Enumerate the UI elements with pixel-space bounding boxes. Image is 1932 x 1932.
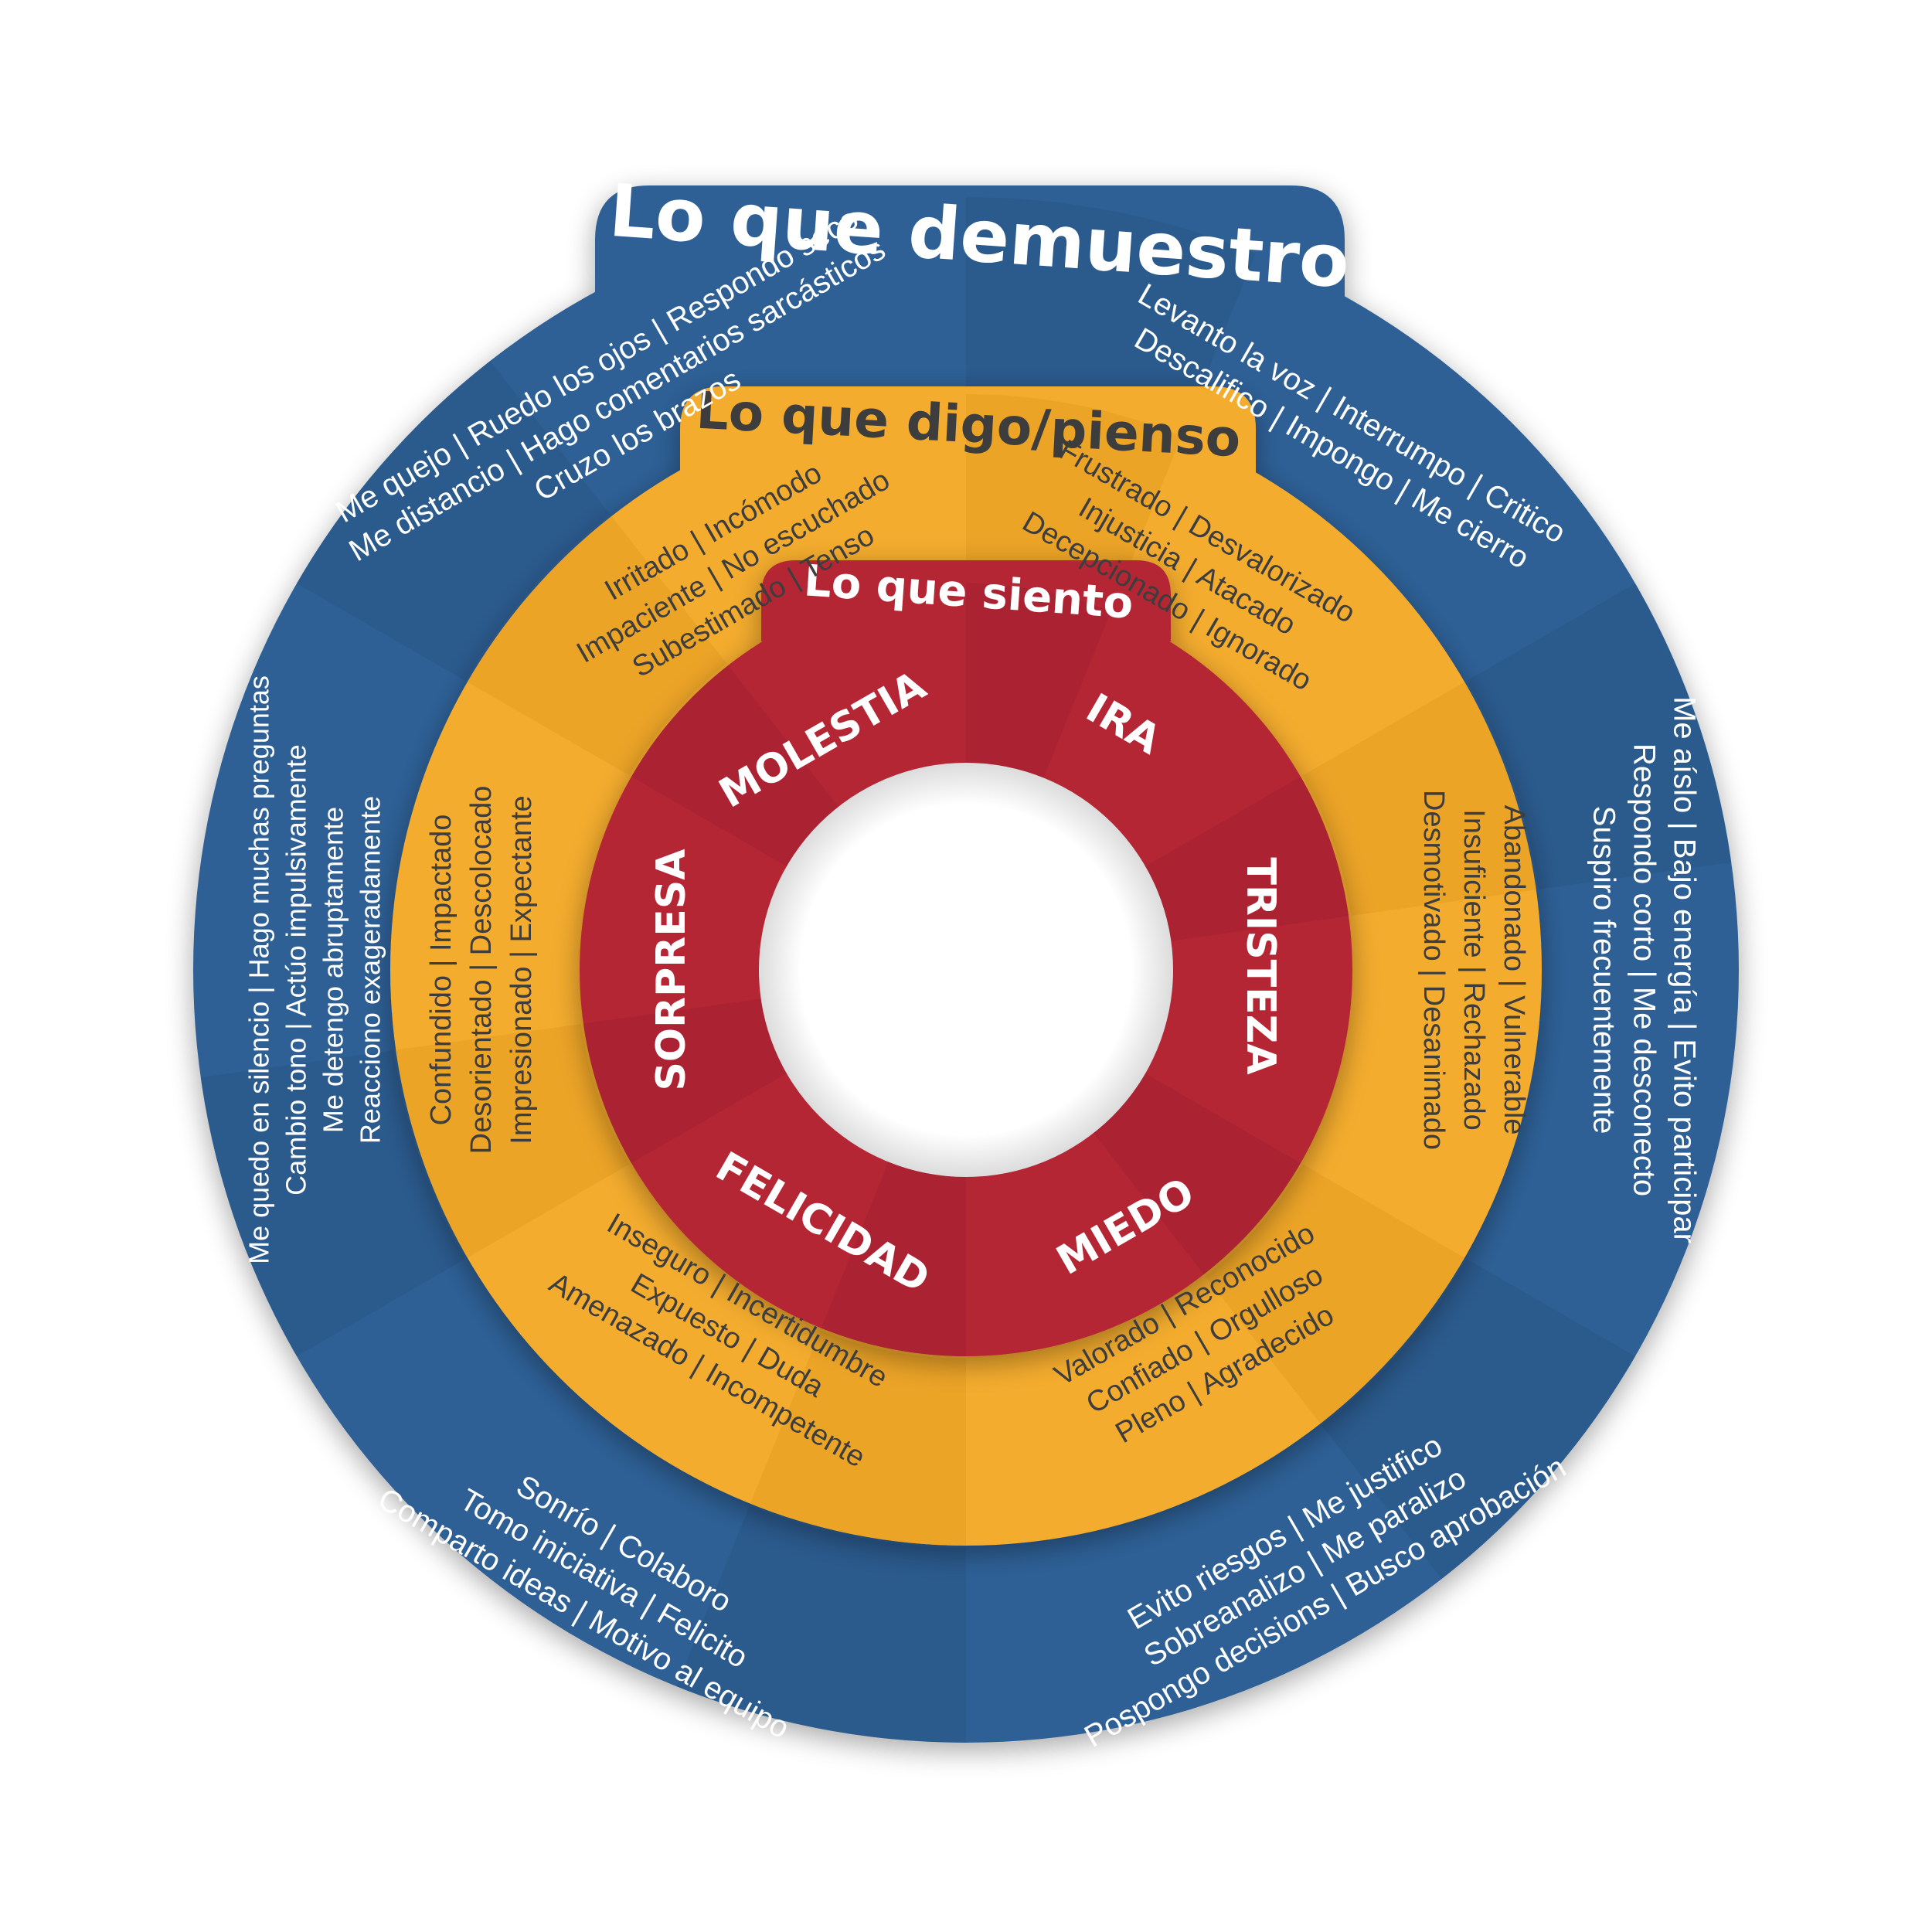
segment-shade xyxy=(1321,1259,1636,1580)
behavior-line: Respondo corto | Me desconecto xyxy=(1627,743,1661,1196)
segment-shade xyxy=(966,394,1182,610)
behavior-line: Me detengo abruptamente xyxy=(318,807,349,1133)
thought-line: Desmotivado | Desanimado xyxy=(1417,790,1450,1150)
inner-ring-shades xyxy=(583,583,1349,1356)
segment-shade xyxy=(396,1024,630,1258)
segment-shade xyxy=(1093,1073,1301,1275)
thought-line: Desorientado | Descolocado xyxy=(465,786,498,1155)
behavior-block-tristeza: Me aíslo | Bajo energía | Evito particip… xyxy=(1587,696,1701,1243)
segment-shade xyxy=(631,665,839,866)
emotion-label-sorpresa: SORPRESA xyxy=(648,849,695,1090)
thought-line: Confundido | Impactado xyxy=(425,815,457,1126)
segment-shade xyxy=(583,998,787,1163)
center-hole xyxy=(759,763,1173,1177)
segment-shade xyxy=(821,1162,966,1356)
emotion-label-tristeza: TRISTEZA xyxy=(1237,857,1284,1074)
segment-shade xyxy=(750,1330,966,1546)
middle-ring-shades xyxy=(396,394,1536,1546)
behavior-line: Suspiro frecuentemente xyxy=(1587,806,1621,1134)
thought-line: Impresionado | Expectante xyxy=(505,795,538,1144)
segment-shade xyxy=(296,360,611,681)
segment-shade xyxy=(1302,682,1536,916)
behavior-line: Me quedo en silencio | Hago muchas pregu… xyxy=(243,675,275,1264)
thought-line: Insuficiente | Rechazado xyxy=(1458,809,1490,1130)
outer-ring-shades xyxy=(200,197,1732,1743)
behavior-line: Reacciono exageradamente xyxy=(355,796,386,1144)
segment-shade xyxy=(966,583,1111,778)
segment-shade xyxy=(1466,583,1732,889)
behavior-line: Cambio tono | Actúo impulsivamente xyxy=(281,744,312,1196)
segment-shade xyxy=(966,197,1256,434)
segment-shade xyxy=(1145,777,1349,941)
thought-line: Abandonado | Vulnerable xyxy=(1498,805,1530,1135)
behavior-block-sorpresa: Me quedo en silencio | Hago muchas pregu… xyxy=(243,675,386,1264)
segment-shade xyxy=(200,1050,466,1356)
segment-shade xyxy=(676,1505,966,1743)
behavior-line: Me aíslo | Bajo energía | Evito particip… xyxy=(1667,696,1701,1243)
segment-shade xyxy=(467,515,727,776)
segment-shade xyxy=(1205,1164,1465,1424)
